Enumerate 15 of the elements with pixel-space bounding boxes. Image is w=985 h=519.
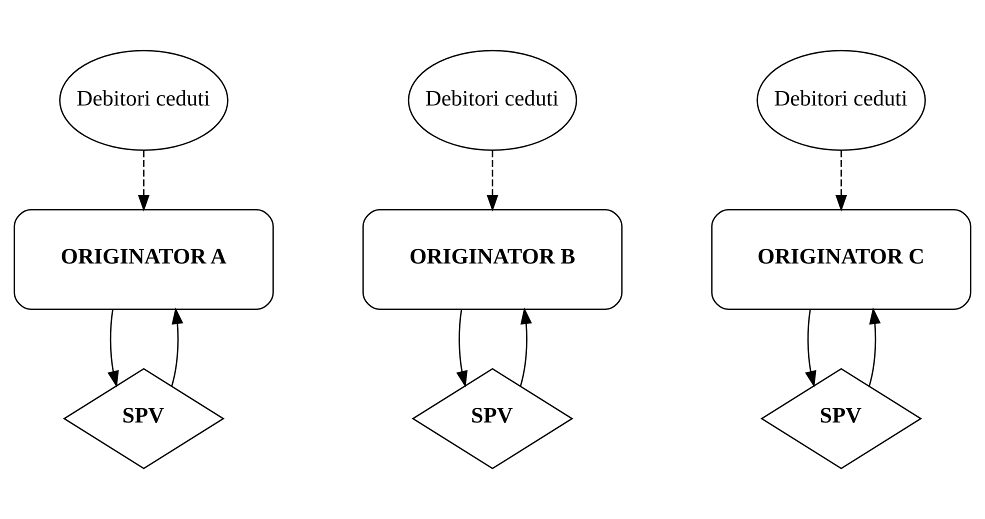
node-box: ORIGINATOR C [711,208,972,310]
arrow [835,150,848,212]
node-ellipse: Debitori ceduti [408,50,578,151]
arrow [520,307,532,386]
node-box: ORIGINATOR B [362,208,623,310]
node-ellipse: Debitori ceduti [756,50,926,151]
node-ellipse: Debitori ceduti [59,50,228,151]
node-box: ORIGINATOR A [14,208,274,310]
arrow [138,150,150,212]
arrow [171,307,184,386]
arrow [868,307,881,386]
arrow [804,309,816,388]
arrow [486,150,498,212]
arrow [456,309,468,388]
arrow [108,309,119,388]
